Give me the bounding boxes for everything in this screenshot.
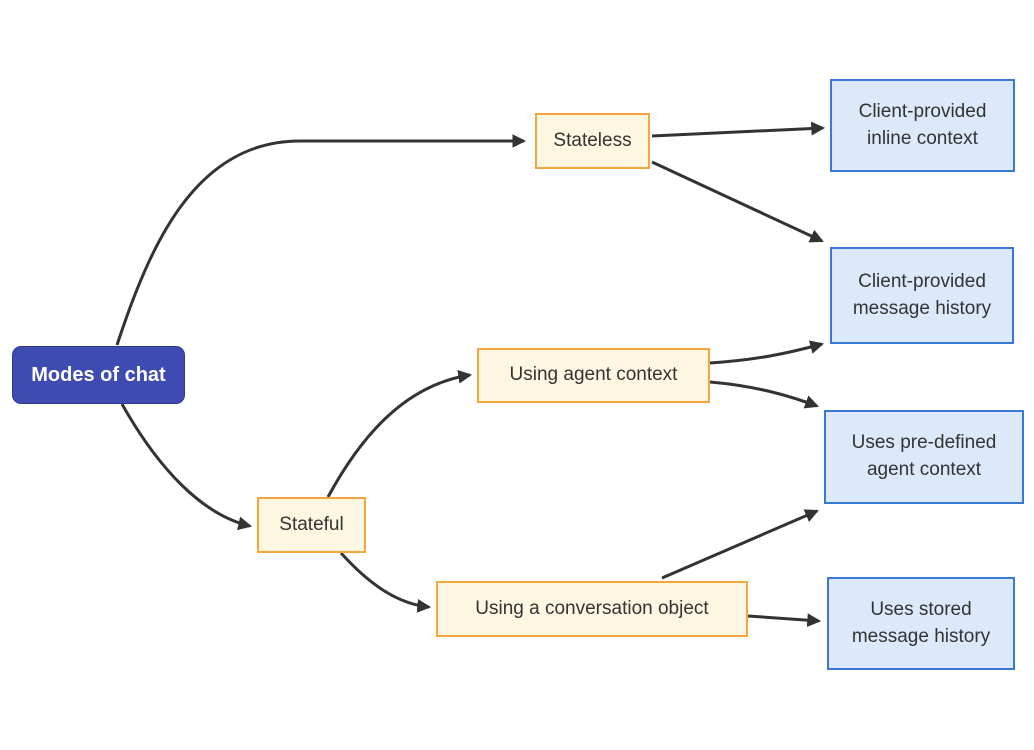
node-uses-predefined-agent-context: Uses pre-defined agent context [824,410,1024,504]
edge-conversation-object-to-stored-history [747,613,822,628]
edge-stateful-to-conversation-object [339,551,432,613]
edge-stateful-to-agent-context [326,369,473,498]
edge-root-to-stateful [120,403,253,531]
edge-agent-context-to-message-history [709,340,824,365]
node-modes-of-chat: Modes of chat [12,346,185,404]
node-client-provided-inline-context: Client-provided inline context [830,79,1015,172]
node-client-provided-message-history: Client-provided message history [830,247,1014,344]
node-stateful: Stateful [257,497,366,553]
edge-agent-context-to-predefined-context [709,380,819,409]
node-using-agent-context: Using agent context [477,348,710,403]
node-uses-stored-message-history: Uses stored message history [827,577,1015,670]
node-stateless: Stateless [535,113,650,169]
edge-root-to-stateless [115,134,527,346]
node-using-conversation-object: Using a conversation object [436,581,748,637]
edge-stateless-to-inline-context [651,121,826,138]
edge-stateless-to-message-history [651,160,824,243]
edge-conversation-object-to-predefined-context [661,509,819,580]
